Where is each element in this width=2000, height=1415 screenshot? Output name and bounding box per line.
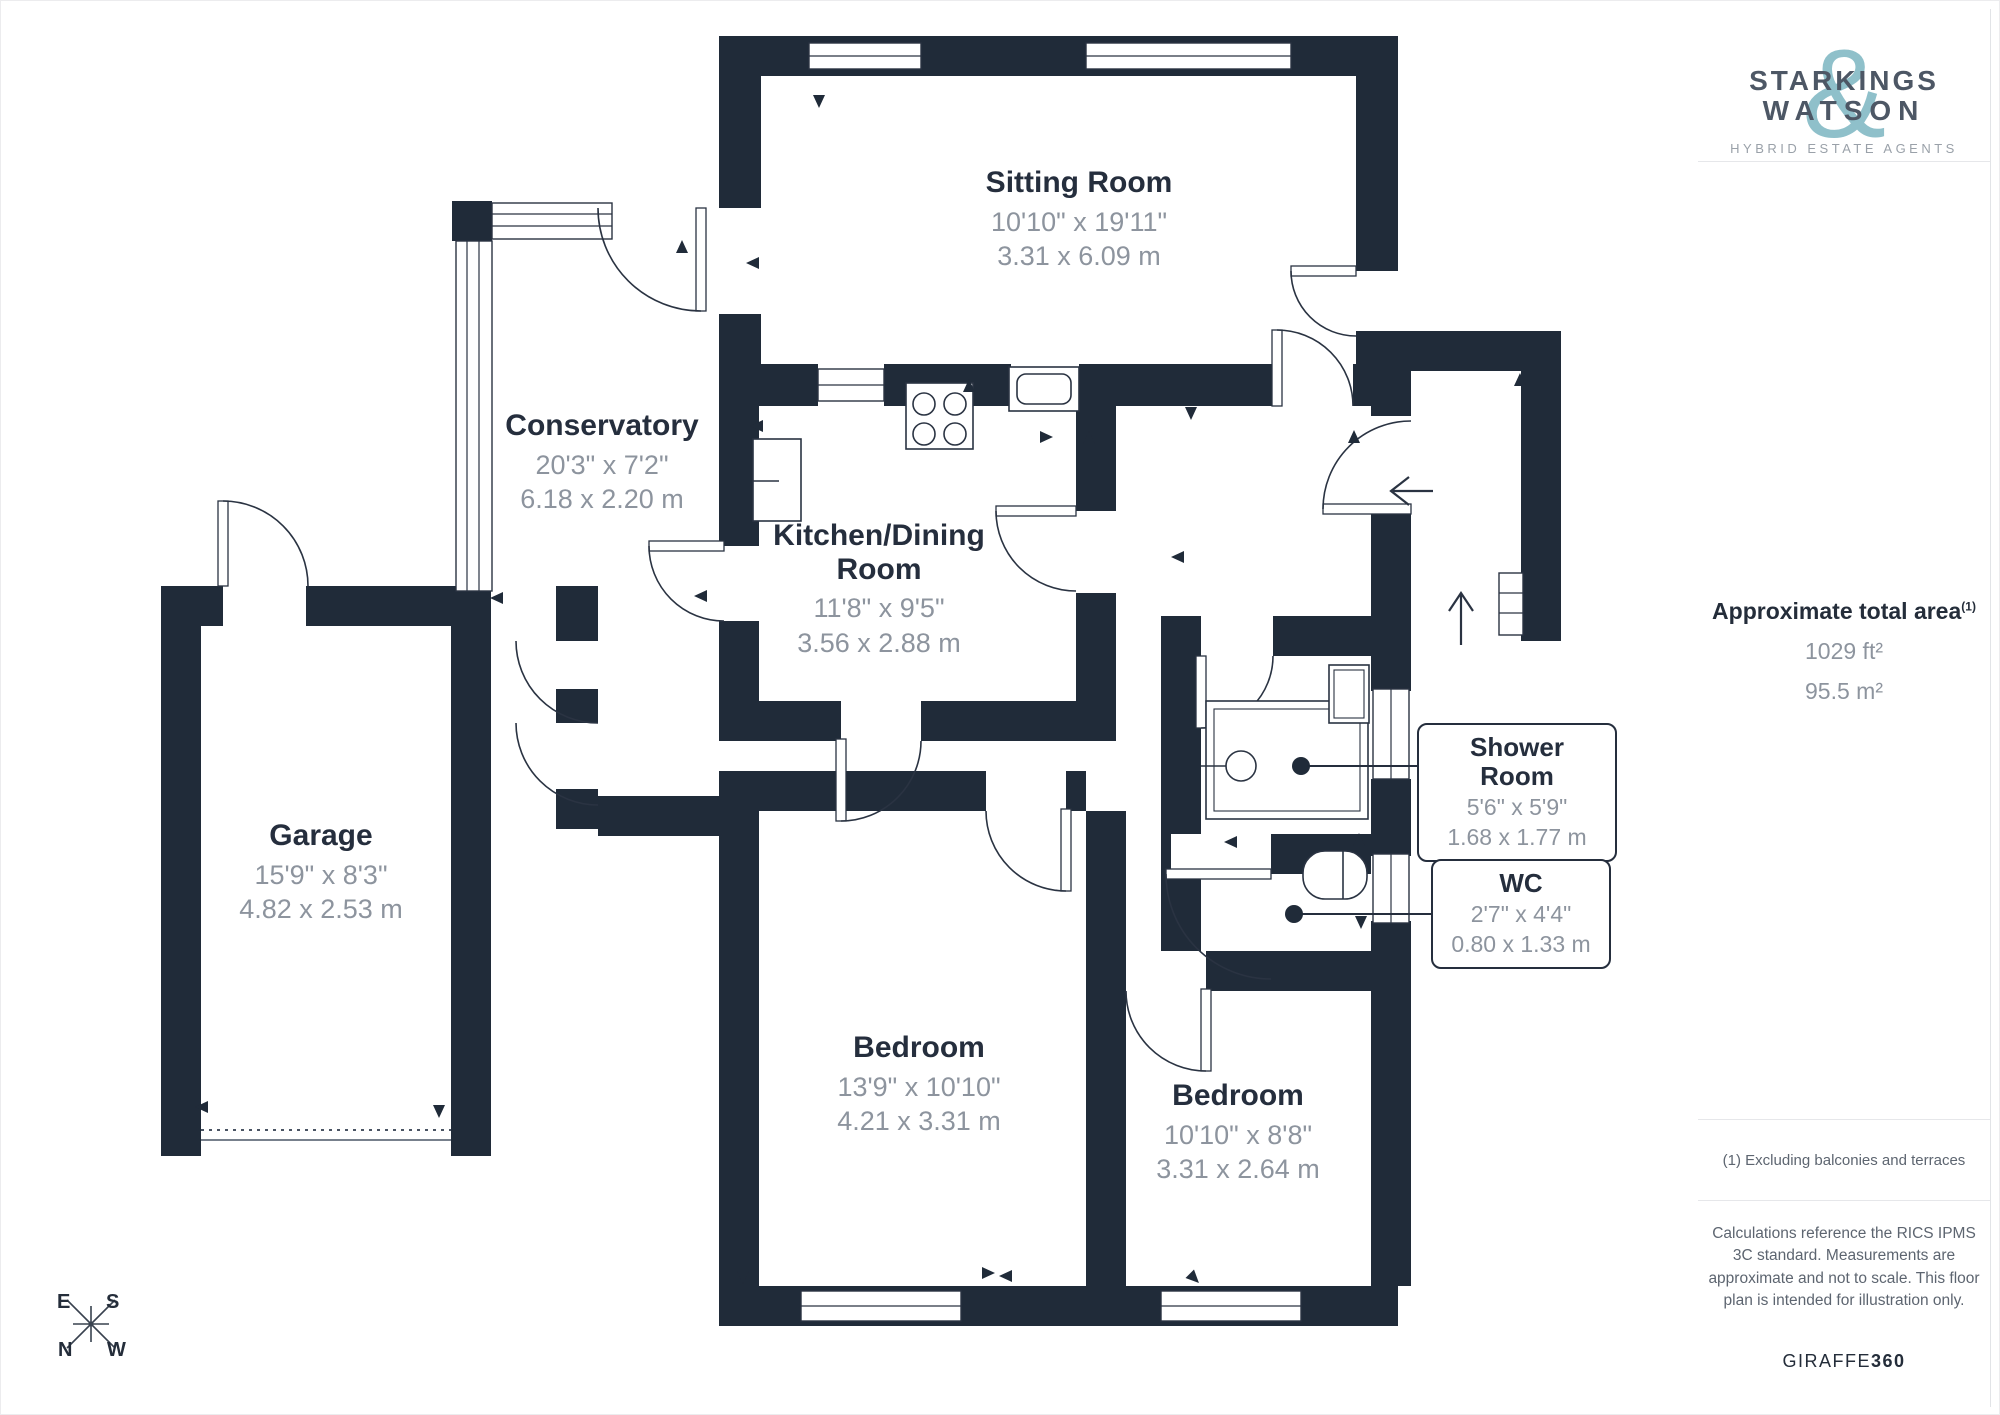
total-area-imperial: 1029 ft² [1805, 638, 1883, 664]
garage-door [201, 1129, 451, 1141]
area-exclusion-footnote: (1) Excluding balconies and terraces [1698, 1119, 1990, 1201]
leader-lines [1285, 757, 1433, 923]
compass-label-w: W [107, 1339, 126, 1361]
total-area-title: Approximate total area(1) [1698, 598, 1990, 625]
logo-ampersand-icon: & [1801, 23, 1887, 164]
sidebar [1698, 9, 1991, 1407]
kitchen-cabinet-icon [752, 438, 802, 522]
agency-logo: & STARKINGS WATSON HYBRID ESTATE AGENTS [1698, 9, 1990, 162]
room-dims-imperial: 5'6" x 5'9" [1466, 794, 1568, 821]
entrance-arrow-icon [1389, 476, 1474, 645]
logo-name-line1: STARKINGS [1749, 65, 1939, 96]
room-dims-metric: 1.68 x 1.77 m [1447, 823, 1587, 850]
logo-tagline: HYBRID ESTATE AGENTS [1730, 141, 1958, 156]
walls [161, 36, 1561, 1326]
total-area-metric: 95.5 m² [1805, 678, 1883, 704]
logo-name-line2: WATSON [1762, 95, 1926, 126]
toilet-icon [1302, 850, 1368, 900]
viewpoint-markers [195, 95, 1526, 1284]
total-area-title-text: Approximate total area [1712, 598, 1962, 624]
compass-label-e: E [57, 1291, 71, 1313]
compass-star-icon [66, 1299, 116, 1349]
hob-icon [905, 382, 974, 450]
provider-brand: GIRAFFE360 [1698, 1351, 1990, 1372]
room-dims-metric: 0.80 x 1.33 m [1451, 930, 1591, 957]
provider-brand-suffix: 360 [1870, 1351, 1906, 1371]
window-panes [466, 55, 1523, 1307]
room-dims-imperial: 2'7" x 4'4" [1470, 901, 1572, 928]
sink-icon [1008, 366, 1080, 412]
callout-wc: WC 2'7" x 4'4" 0.80 x 1.33 m [1431, 859, 1611, 969]
door-arcs [222, 207, 1412, 1072]
measurement-disclaimer: Calculations reference the RICS IPMS 3C … [1708, 1225, 1980, 1310]
compass-label-s: S [106, 1291, 120, 1313]
room-name: WC [1499, 868, 1543, 898]
provider-brand-prefix: GIRAFFE [1782, 1351, 1871, 1371]
room-name: Shower Room [1470, 732, 1564, 792]
door-leaves [217, 207, 1412, 1072]
total-area-footnote-ref: (1) [1961, 599, 1976, 614]
callout-shower-room: Shower Room 5'6" x 5'9" 1.68 x 1.77 m [1417, 723, 1617, 863]
compass-label-n: N [58, 1339, 73, 1361]
washbasin-icon [1328, 664, 1370, 724]
total-area-summary: Approximate total area(1) 1029 ft² 95.5 … [1698, 598, 1990, 705]
